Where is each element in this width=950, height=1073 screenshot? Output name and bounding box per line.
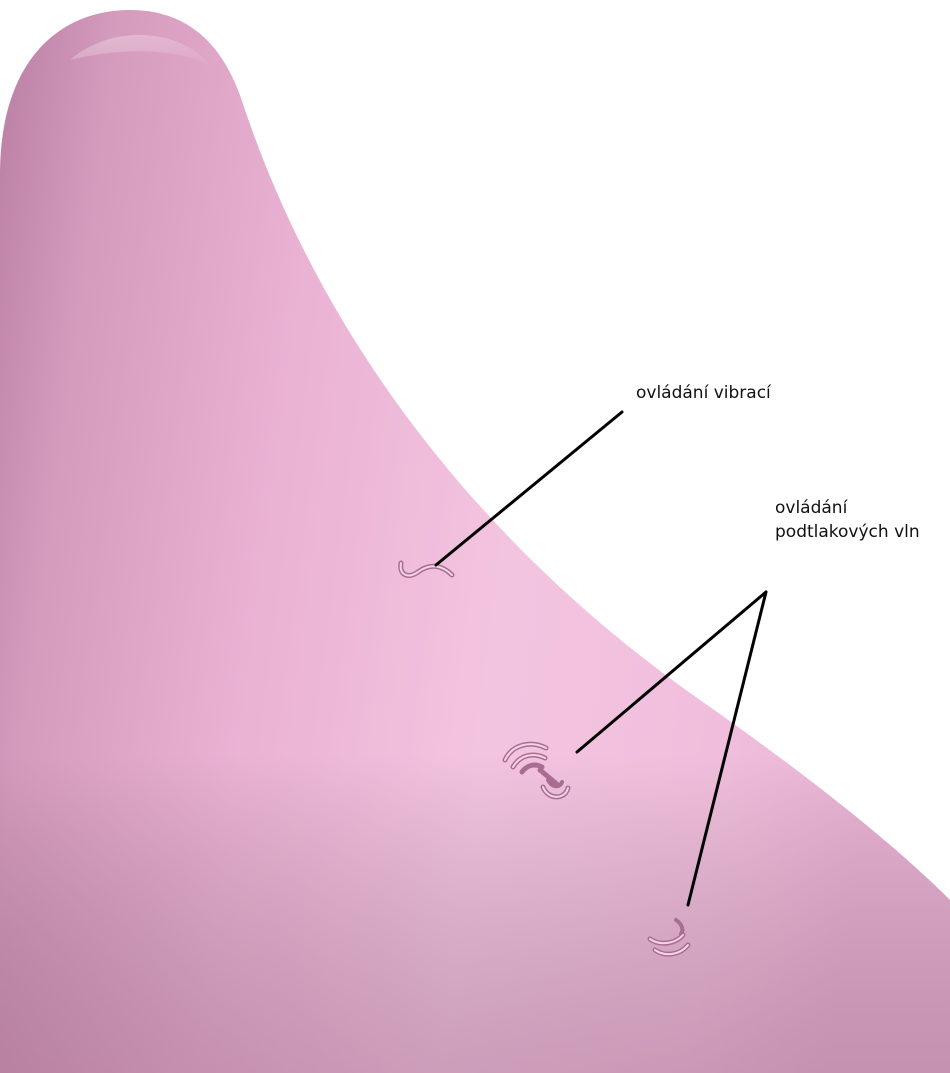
label-suction-control: ovládání podtlakových vln	[775, 496, 920, 544]
label-vibration-control: ovládání vibrací	[636, 381, 771, 405]
label-suction-line-2: podtlakových vln	[775, 520, 920, 544]
label-suction-line-1: ovládání	[775, 496, 920, 520]
